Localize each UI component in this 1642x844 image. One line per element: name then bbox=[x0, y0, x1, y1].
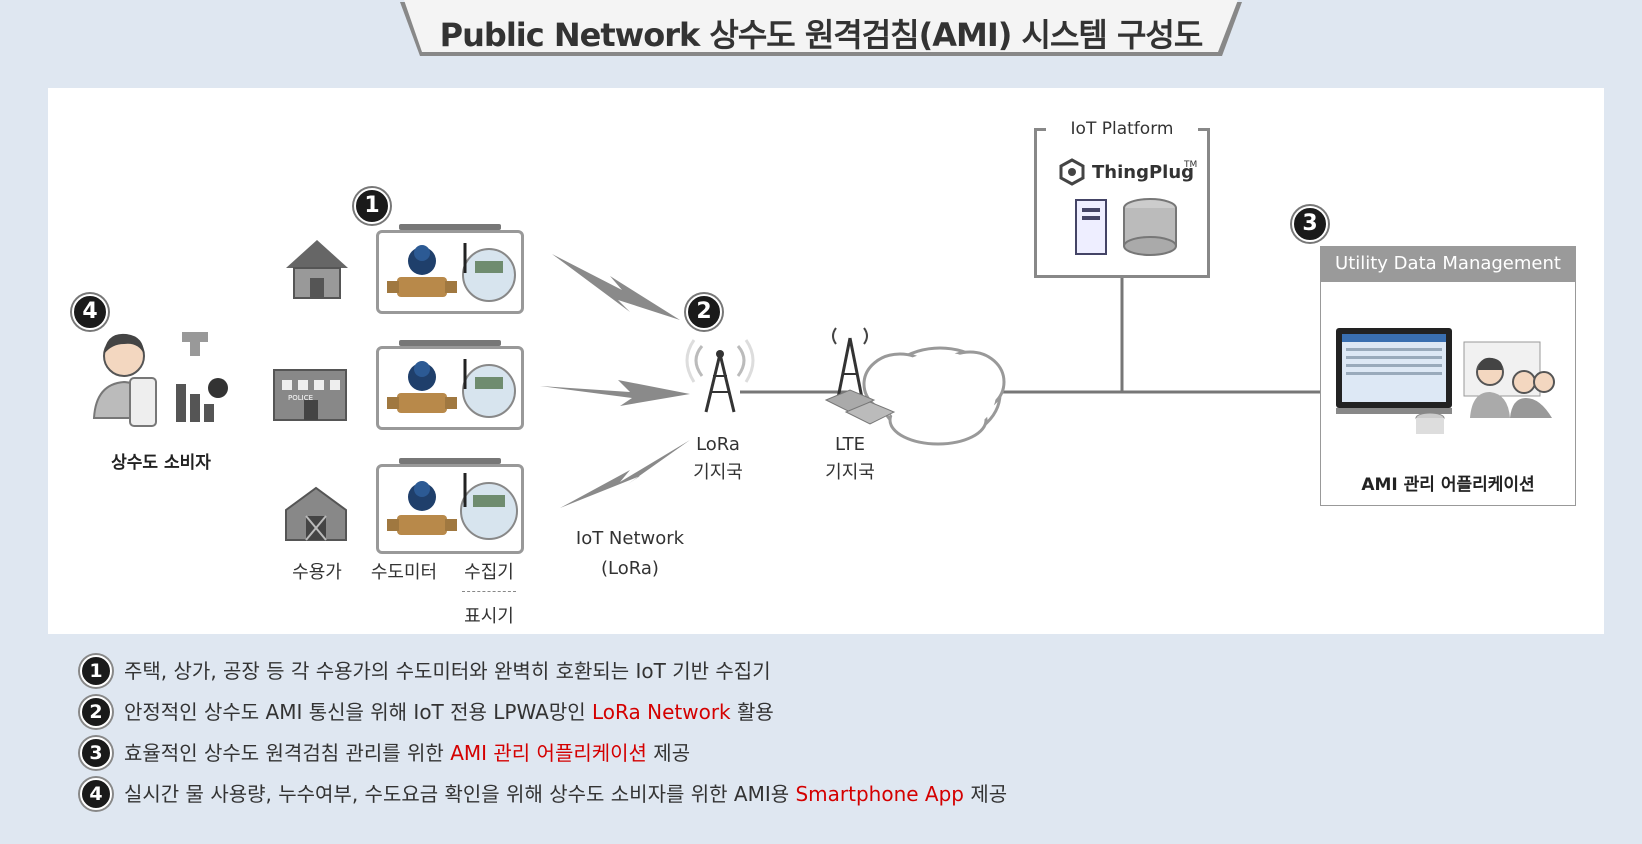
legend-badge: 1 bbox=[80, 655, 112, 687]
legend-text-end: 제공 bbox=[964, 782, 1008, 806]
legend-highlight: Smartphone App bbox=[795, 782, 964, 806]
collector-label: 수집기 bbox=[464, 562, 514, 583]
badge-4: 4 bbox=[72, 294, 108, 330]
meter-devices-icon bbox=[387, 473, 518, 540]
server-database-icon bbox=[1075, 198, 1177, 256]
lte-station-label-1: LTE bbox=[835, 434, 865, 455]
lightning-bolt-1 bbox=[552, 254, 680, 320]
iot-platform-label: IoT Platform bbox=[1070, 119, 1174, 139]
legend-text-main: 안정적인 상수도 AMI 통신을 위해 IoT 전용 LPWA망인 bbox=[124, 700, 593, 724]
legend-text: 주택, 상가, 공장 등 각 수용가의 수도미터와 완벽히 호환되는 IoT 기… bbox=[124, 655, 771, 687]
iot-network-label-2: (LoRa) bbox=[601, 558, 659, 579]
meter-box-2 bbox=[376, 340, 524, 430]
water-meter-label: 수도미터 bbox=[370, 562, 438, 583]
legend-text-main: 효율적인 상수도 원격검침 관리를 위한 bbox=[124, 741, 451, 765]
title-banner: Public Network 상수도 원격검침(AMI) 시스템 구성도 bbox=[400, 0, 1242, 60]
police-building-icon bbox=[273, 369, 347, 421]
thingplug-logo-icon bbox=[1059, 158, 1085, 186]
legend-text-end: 제공 bbox=[646, 741, 691, 765]
meter-devices-icon bbox=[387, 359, 516, 418]
legend-text: 효율적인 상수도 원격검침 관리를 위한 AMI 관리 어플리케이션 제공 bbox=[124, 737, 690, 769]
badge-1: 1 bbox=[354, 188, 390, 224]
legend-badge: 2 bbox=[80, 696, 112, 728]
legend-highlight: AMI 관리 어플리케이션 bbox=[450, 741, 647, 765]
lightning-bolt-3 bbox=[560, 440, 690, 508]
legend-text: 안정적인 상수도 AMI 통신을 위해 IoT 전용 LPWA망인 LoRa N… bbox=[124, 696, 774, 728]
page-title: Public Network 상수도 원격검침(AMI) 시스템 구성도 bbox=[439, 16, 1204, 54]
collector-divider bbox=[462, 591, 516, 592]
lightning-bolt-2 bbox=[540, 380, 690, 406]
udm-monitor-users-icon bbox=[1336, 328, 1555, 434]
legend-badge: 4 bbox=[80, 778, 112, 810]
legend-text: 실시간 물 사용량, 누수여부, 수도요금 확인을 위해 상수도 소비자를 위한… bbox=[124, 778, 1007, 810]
barn-icon bbox=[285, 486, 347, 541]
meter-box-1 bbox=[376, 224, 524, 314]
display-label: 표시기 bbox=[464, 606, 514, 627]
police-sign: POLICE bbox=[288, 394, 314, 402]
consumer-icon bbox=[92, 332, 228, 427]
legend-highlight: LoRa Network bbox=[592, 700, 731, 724]
udm-header: Utility Data Management bbox=[1320, 246, 1576, 282]
iot-network-label-1: IoT Network bbox=[575, 528, 685, 549]
bracket-right-top bbox=[1198, 128, 1210, 131]
ami-app-label: AMI 관리 어플리케이션 bbox=[1361, 475, 1535, 495]
consumer-label: 상수도 소비자 bbox=[111, 453, 211, 473]
lte-cloud-icon bbox=[824, 327, 1006, 446]
lora-tower-icon bbox=[685, 339, 755, 413]
meter-box-3 bbox=[376, 458, 524, 554]
house-icon bbox=[286, 240, 348, 299]
legend-badge: 3 bbox=[80, 737, 112, 769]
lora-station-label-1: LoRa bbox=[696, 434, 740, 455]
lte-station-label-2: 기지국 bbox=[825, 462, 875, 483]
customer-label: 수용가 bbox=[292, 562, 342, 583]
lora-station-label-2: 기지국 bbox=[693, 462, 743, 483]
bracket-left-top bbox=[1034, 128, 1046, 131]
thingplug-tm: TM bbox=[1184, 160, 1198, 170]
thingplug-label: ThingPlug bbox=[1092, 162, 1195, 183]
badge-3: 3 bbox=[1292, 206, 1328, 242]
meter-devices-icon bbox=[387, 243, 516, 302]
badge-2: 2 bbox=[686, 294, 722, 330]
legend-text-main: 주택, 상가, 공장 등 각 수용가의 수도미터와 완벽히 호환되는 IoT 기… bbox=[124, 659, 771, 683]
legend-text-end: 활용 bbox=[730, 700, 774, 724]
iot-platform-box bbox=[1034, 128, 1210, 278]
title-tab-shape bbox=[400, 0, 1242, 56]
legend-text-main: 실시간 물 사용량, 누수여부, 수도요금 확인을 위해 상수도 소비자를 위한… bbox=[124, 782, 796, 806]
